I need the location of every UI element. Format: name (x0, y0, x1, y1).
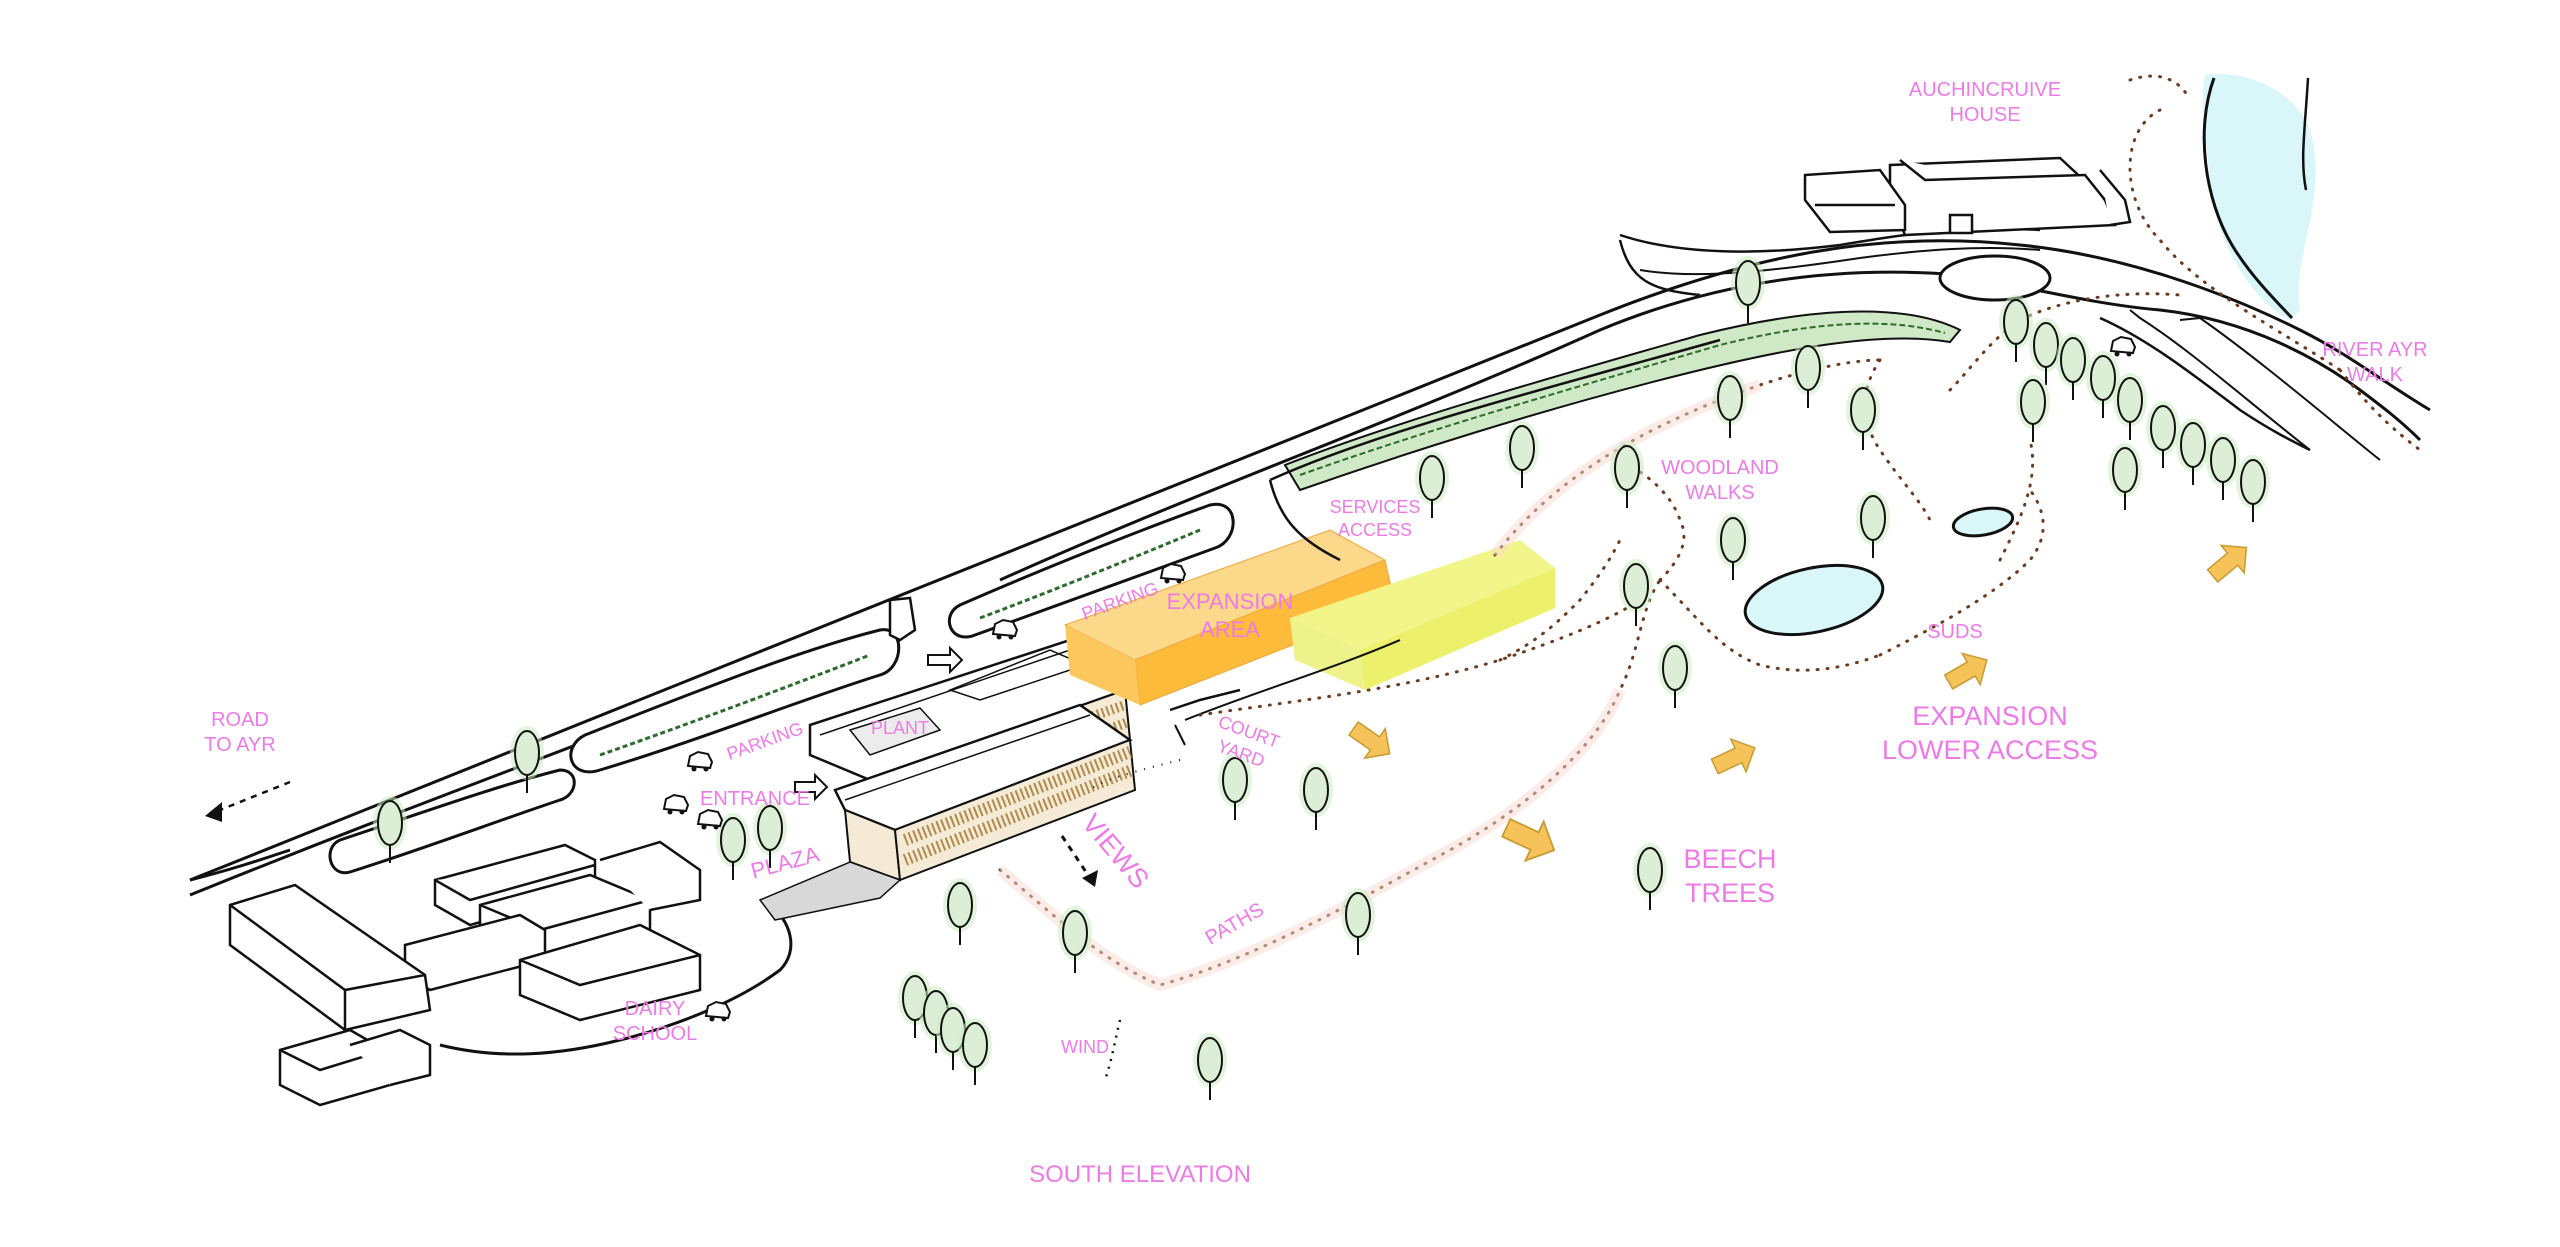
label-river-ayr-walk: RIVER AYR WALK (2322, 339, 2428, 386)
dashed-arrow-icon (214, 780, 291, 814)
wind-marks (1103, 1019, 1122, 1081)
tree-icon (1730, 255, 1766, 324)
suds-pond-large (1743, 563, 1885, 637)
tree-icon (2235, 454, 2271, 523)
tree-icon (1057, 905, 1093, 974)
tree-icon (1657, 640, 1693, 709)
label-beech-trees: BEECH TREES (1683, 844, 1777, 908)
hedge-upper (1283, 310, 1962, 492)
tree-icon (1618, 558, 1654, 627)
tree-icon (1609, 440, 1645, 509)
car-icon (663, 794, 689, 816)
tree-icon (2145, 400, 2181, 469)
tree-icon (2175, 417, 2211, 486)
tree-icon (1998, 294, 2034, 363)
flow-arrow-icon (1706, 730, 1764, 784)
label-road-to-ayr: ROAD TO AYR (204, 709, 276, 756)
tree-icon (942, 877, 978, 946)
tree-icon (1504, 420, 1540, 489)
dairy-school-buildings (228, 840, 702, 1107)
tree-icon (2015, 374, 2051, 443)
label-expansion-lower-access: EXPANSION LOWER ACCESS (1881, 701, 2099, 765)
car-icon (687, 751, 713, 773)
label-woodland-walks: WOODLAND WALKS (1661, 457, 1779, 504)
auchincruive-house (1803, 156, 2132, 237)
river-ayr (2202, 73, 2316, 321)
label-services-access: SERVICES ACCESS (1329, 497, 1421, 540)
dashed-arrow-icon (1060, 835, 1092, 879)
tree-icon (1192, 1032, 1228, 1101)
car-icon (992, 619, 1018, 641)
flow-arrow-icon (1938, 643, 1997, 699)
parking-island-2 (569, 628, 901, 774)
tree-icon (2107, 442, 2143, 511)
tree-icon (1712, 370, 1748, 439)
tree-icon (1340, 887, 1376, 956)
label-south-elevation: SOUTH ELEVATION (1029, 1161, 1251, 1188)
label-plant: PLANT (870, 718, 930, 738)
tree-icon (1855, 490, 1891, 559)
suds-pond-small (1951, 506, 2015, 538)
tree-icon (2205, 432, 2241, 501)
tree-icon (2055, 332, 2091, 401)
label-suds: SUDS (1927, 621, 1983, 643)
flow-arrow-icon (927, 645, 964, 675)
label-expansion-area: EXPANSION AREA (1166, 589, 1294, 642)
tree-icon (957, 1017, 993, 1086)
tree-icon (1298, 762, 1334, 831)
label-dairy-school: DAIRY SCHOOL (612, 998, 698, 1045)
flow-arrow-icon (1342, 713, 1401, 770)
expansion-area-blocks (1063, 529, 1555, 706)
flow-arrow-icon (2200, 533, 2259, 591)
tree-icon (2112, 372, 2148, 441)
tree-icon (1632, 842, 1668, 911)
main-building (758, 638, 1137, 921)
label-wind: WIND (1061, 1037, 1109, 1057)
tree-icon (1715, 512, 1751, 581)
car-icon (697, 809, 723, 831)
label-auchincruive-house: AUCHINCRUIVE HOUSE (1908, 79, 2062, 126)
label-entrance: ENTRANCE (699, 788, 810, 810)
car-icon (2110, 336, 2136, 358)
flow-arrow-icon (794, 772, 829, 802)
tree-icon (1790, 340, 1826, 409)
coach-icon (888, 596, 917, 642)
tree-icon (1845, 382, 1881, 451)
